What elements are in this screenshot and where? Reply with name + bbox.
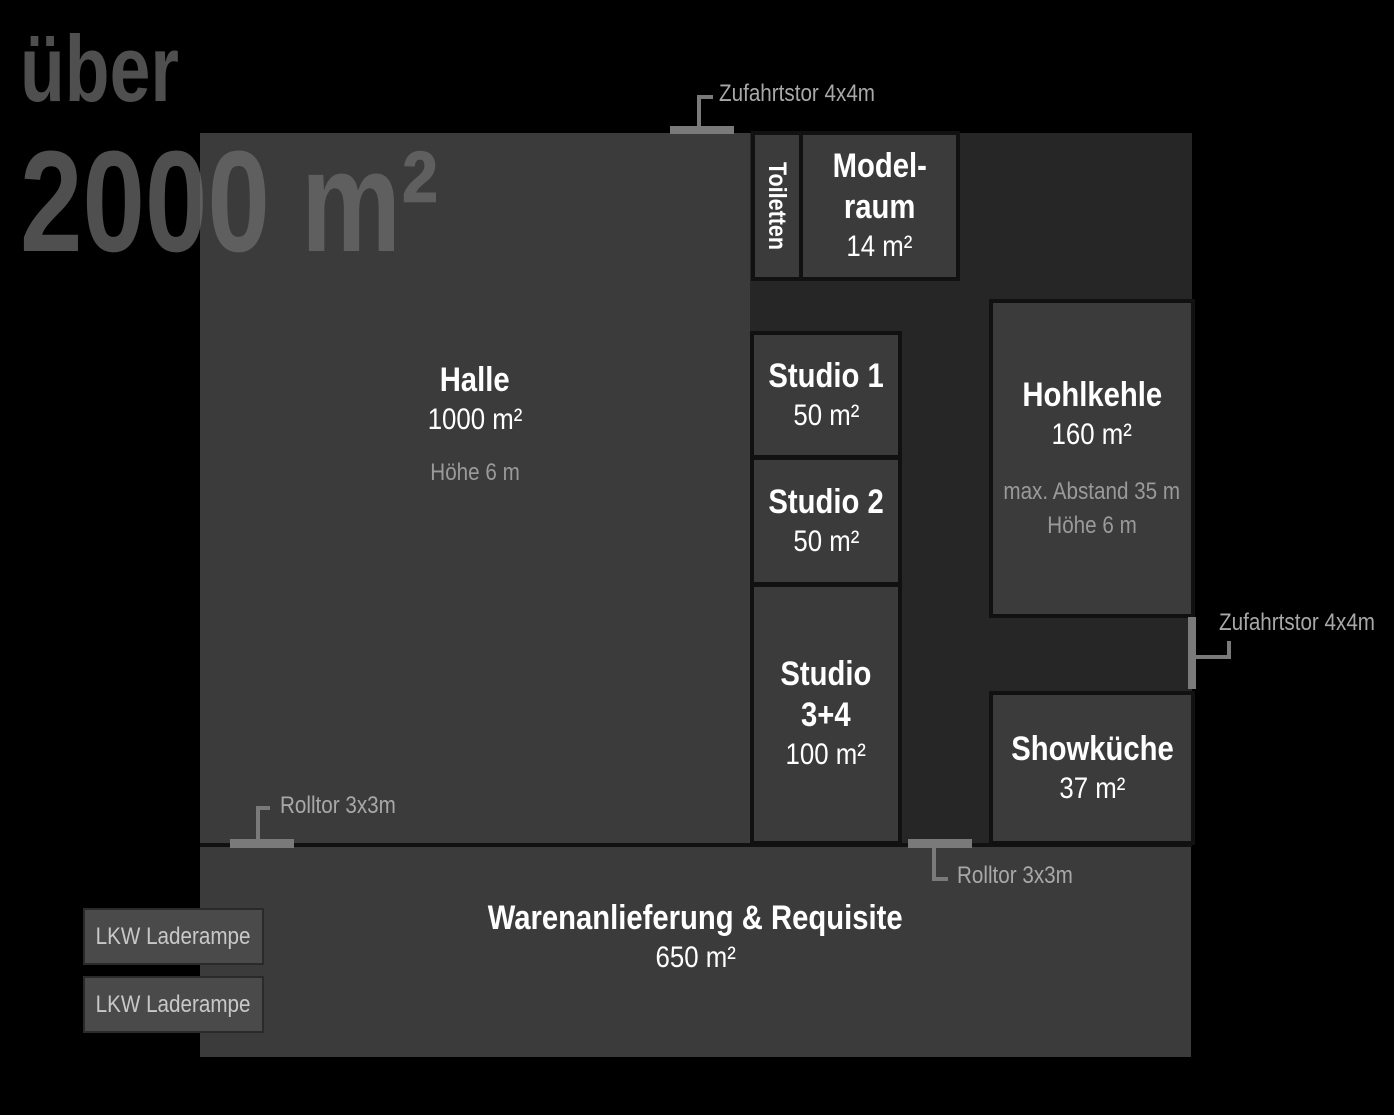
rolltor-left-leader-tick — [256, 806, 270, 810]
room-studio-2: Studio 2 50 m² — [750, 456, 902, 586]
gate-right-label: Zufahrtstor 4x4m — [1219, 609, 1376, 636]
gate-top-label: Zufahrtstor 4x4m — [719, 80, 876, 107]
room-studio-1-title: Studio 1 — [768, 356, 884, 395]
gate-top-leader-tick — [697, 95, 713, 99]
room-modelraum: Model- raum 14 m² — [799, 131, 960, 281]
room-modelraum-area: 14 m² — [846, 230, 913, 264]
rolltor-right-leader — [932, 847, 936, 881]
rolltor-right-bar — [908, 839, 972, 848]
room-halle-title: Halle — [440, 361, 510, 400]
room-halle-height: Höhe 6 m — [430, 459, 520, 487]
rolltor-right-leader-tick — [932, 877, 948, 881]
room-hohlkehle-area: 160 m² — [1051, 417, 1133, 451]
gate-right-leader-tick — [1227, 641, 1231, 659]
room-studio-2-area: 50 m² — [793, 524, 859, 558]
room-hohlkehle-height: Höhe 6 m — [1047, 511, 1137, 539]
room-warenanlieferung: Warenanlieferung & Requisite 650 m² — [200, 847, 1191, 1057]
headline-line-1: über — [20, 16, 179, 121]
room-showkueche: Showküche 37 m² — [989, 691, 1195, 845]
gate-top-leader — [697, 95, 701, 128]
room-warenanlieferung-title: Warenanlieferung & Requisite — [488, 898, 903, 937]
room-studio-3-4-area: 100 m² — [785, 738, 867, 772]
room-halle: Halle 1000 m² Höhe 6 m — [200, 133, 750, 843]
rolltor-left-leader — [256, 806, 260, 840]
rolltor-right-label: Rolltor 3x3m — [957, 862, 1073, 889]
loading-ramp-2-label: LKW Laderampe — [96, 990, 251, 1018]
gate-right-bar — [1188, 617, 1196, 689]
room-studio-1: Studio 1 50 m² — [750, 331, 902, 459]
room-modelraum-title-2: raum — [843, 188, 916, 227]
rolltor-left-bar — [230, 839, 294, 848]
room-showkueche-area: 37 m² — [1059, 771, 1125, 805]
room-toiletten: Toiletten — [751, 131, 803, 281]
gate-top-bar — [670, 126, 734, 134]
room-studio-2-title: Studio 2 — [768, 482, 884, 521]
room-studio-3-4-title-1: Studio — [780, 655, 872, 694]
headline-line-2: 2000 m² — [20, 121, 439, 282]
room-hohlkehle: Hohlkehle 160 m² max. Abstand 35 m Höhe … — [989, 299, 1195, 618]
loading-ramp-1: LKW Laderampe — [83, 908, 264, 965]
gate-right-leader — [1195, 655, 1231, 659]
rolltor-left-label: Rolltor 3x3m — [280, 792, 396, 819]
room-halle-area: 1000 m² — [427, 402, 523, 436]
room-toiletten-title: Toiletten — [763, 162, 791, 250]
divider-line — [200, 843, 1192, 847]
room-studio-3-4-title-2: 3+4 — [801, 696, 851, 735]
room-studio-1-area: 50 m² — [793, 398, 859, 432]
room-warenanlieferung-area: 650 m² — [655, 940, 736, 974]
room-hohlkehle-distance: max. Abstand 35 m — [1003, 478, 1181, 506]
room-showkueche-title: Showküche — [1010, 729, 1174, 768]
room-hohlkehle-title: Hohlkehle — [1022, 375, 1162, 414]
loading-ramp-1-label: LKW Laderampe — [96, 922, 251, 950]
room-studio-3-4: Studio 3+4 100 m² — [750, 583, 902, 845]
loading-ramp-2: LKW Laderampe — [83, 976, 264, 1033]
room-modelraum-title-1: Model- — [832, 147, 927, 186]
